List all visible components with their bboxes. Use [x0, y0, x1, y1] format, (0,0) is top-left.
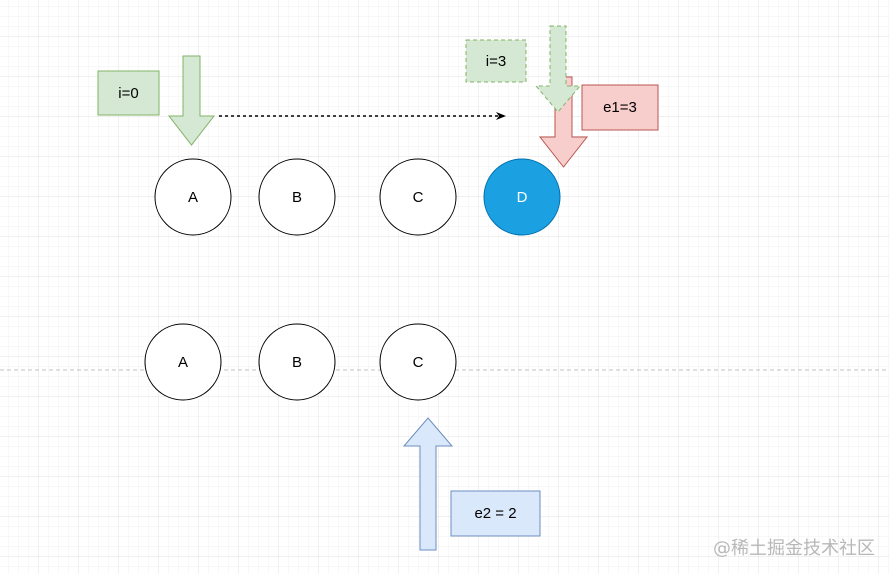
old-node-a-label: A	[188, 189, 198, 206]
old-node-c-label: C	[413, 189, 424, 206]
new-node-c-label: C	[413, 354, 424, 371]
watermark: @稀土掘金技术社区	[713, 538, 875, 559]
old-node-c[interactable]: C	[379, 158, 457, 236]
new-node-a-label: A	[178, 354, 188, 371]
new-node-a[interactable]: A	[144, 323, 222, 401]
e2-arrow[interactable]	[402, 417, 454, 551]
new-node-c[interactable]: C	[379, 323, 457, 401]
i-end-arrow[interactable]	[534, 25, 582, 113]
e1-text: e1=3	[603, 99, 637, 116]
i-end-label[interactable]: i=3	[465, 39, 527, 83]
i-end-text: i=3	[486, 53, 506, 70]
old-node-b-label: B	[292, 189, 302, 206]
new-node-b[interactable]: B	[258, 323, 336, 401]
e1-label[interactable]: e1=3	[581, 84, 659, 131]
old-node-a[interactable]: A	[154, 158, 232, 236]
i-start-arrow[interactable]	[167, 55, 216, 146]
i-start-label[interactable]: i=0	[97, 70, 160, 116]
i-start-text: i=0	[118, 85, 138, 102]
old-node-d[interactable]: D	[483, 158, 561, 236]
new-node-b-label: B	[292, 354, 302, 371]
old-node-b[interactable]: B	[258, 158, 336, 236]
old-node-d-label: D	[517, 189, 528, 206]
e2-label[interactable]: e2 = 2	[450, 490, 541, 537]
e2-text: e2 = 2	[474, 505, 516, 522]
